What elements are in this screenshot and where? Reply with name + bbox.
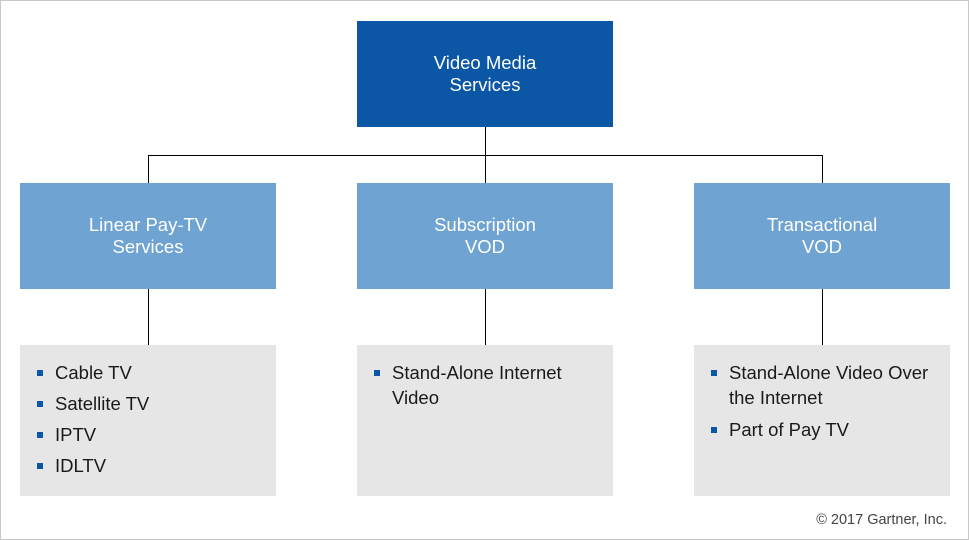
square-bullet-icon [37,463,43,469]
leaf-box-subscription-vod: Stand-Alone Internet Video [357,345,613,496]
category-node-subscription-vod: Subscription VOD [357,183,613,289]
item-list: Stand-Alone Internet Video [373,360,601,410]
list-item-label: IDLTV [55,455,107,476]
list-item-label: Cable TV [55,362,132,383]
connector-transactional-leaf [822,289,823,345]
square-bullet-icon [374,370,380,376]
connector-root-down [485,127,486,156]
square-bullet-icon [711,370,717,376]
list-item: Cable TV [36,360,264,385]
square-bullet-icon [37,370,43,376]
connector-subscription-leaf [485,289,486,345]
list-item-label: IPTV [55,424,97,445]
connector-linear-leaf [148,289,149,345]
connector-to-transactional [822,155,823,183]
square-bullet-icon [37,401,43,407]
list-item: Part of Pay TV [710,417,938,442]
square-bullet-icon [711,427,717,433]
list-item: Stand-Alone Internet Video [373,360,601,410]
root-node-video-media-services: Video Media Services [357,21,613,127]
category-node-transactional-vod: Transactional VOD [694,183,950,289]
leaf-box-linear-pay-tv: Cable TV Satellite TV IPTV IDLTV [20,345,276,496]
list-item: Satellite TV [36,391,264,416]
list-item-label: Satellite TV [55,393,150,414]
list-item-label: Stand-Alone Internet Video [392,362,562,408]
list-item: Stand-Alone Video Over the Internet [710,360,938,410]
list-item-label: Stand-Alone Video Over the Internet [729,362,929,408]
leaf-box-transactional-vod: Stand-Alone Video Over the Internet Part… [694,345,950,496]
list-item: IPTV [36,422,264,447]
item-list: Stand-Alone Video Over the Internet Part… [710,360,938,442]
copyright-notice: © 2017 Gartner, Inc. [816,512,947,528]
connector-to-linear [148,155,149,183]
square-bullet-icon [37,432,43,438]
category-node-linear-pay-tv: Linear Pay-TV Services [20,183,276,289]
connector-to-subscription [485,155,486,183]
list-item-label: Part of Pay TV [729,419,849,440]
list-item: IDLTV [36,453,264,478]
item-list: Cable TV Satellite TV IPTV IDLTV [36,360,264,478]
